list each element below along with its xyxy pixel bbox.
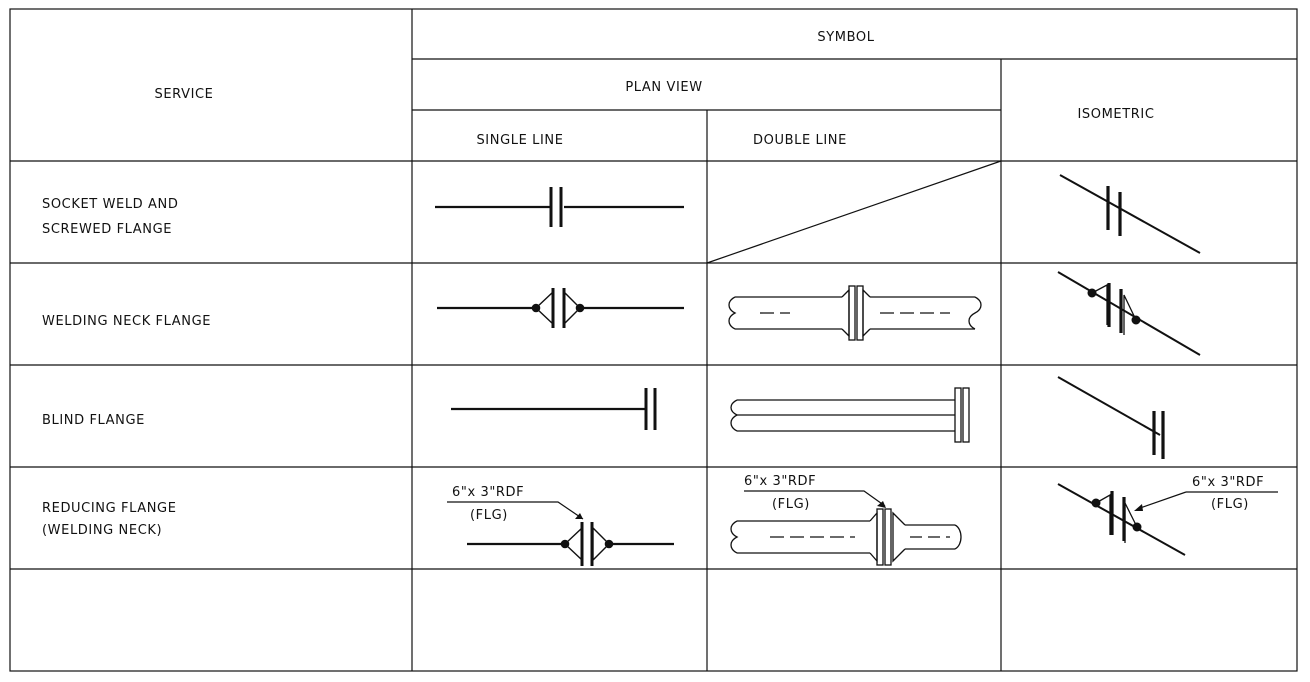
reducing-flange-isometric-symbol — [1057, 483, 1278, 556]
service-label: REDUCING FLANGE — [42, 501, 177, 516]
callout-size-double: 6"x 3"RDF — [744, 474, 817, 489]
header-symbol: SYMBOL — [817, 30, 875, 45]
reducing-flange-double-line-symbol — [730, 490, 962, 566]
service-label: BLIND FLANGE — [42, 413, 145, 428]
table-grid — [9, 8, 1298, 672]
callout-size-iso: 6"x 3"RDF — [1192, 475, 1265, 490]
welding-neck-isometric-symbol — [1057, 271, 1201, 356]
header-single-line: SINGLE LINE — [476, 133, 564, 148]
blind-flange-double-line-symbol — [730, 387, 970, 443]
socket-weld-isometric-symbol — [1059, 174, 1201, 254]
callout-type-single: (FLG) — [470, 508, 508, 523]
blind-flange-isometric-symbol — [1057, 376, 1165, 459]
header-isometric: ISOMETRIC — [1077, 107, 1155, 122]
header-plan-view: PLAN VIEW — [625, 80, 703, 95]
callout-type-iso: (FLG) — [1211, 497, 1249, 512]
callout-type-double: (FLG) — [772, 497, 810, 512]
socket-weld-single-line-symbol — [435, 187, 684, 227]
welding-neck-double-line-symbol — [728, 285, 982, 341]
service-label: (WELDING NECK) — [42, 523, 163, 538]
header-service: SERVICE — [154, 87, 214, 102]
callout-size-single: 6"x 3"RDF — [452, 485, 525, 500]
blind-flange-single-line-symbol — [451, 388, 657, 430]
service-label: SOCKET WELD AND — [42, 197, 179, 212]
welding-neck-single-line-symbol — [437, 288, 684, 328]
service-label: SCREWED FLANGE — [42, 222, 173, 237]
socket-weld-double-line-diagonal — [706, 160, 1002, 264]
service-label: WELDING NECK FLANGE — [42, 314, 212, 329]
reducing-flange-single-line-symbol — [447, 501, 674, 566]
header-double-line: DOUBLE LINE — [753, 133, 847, 148]
